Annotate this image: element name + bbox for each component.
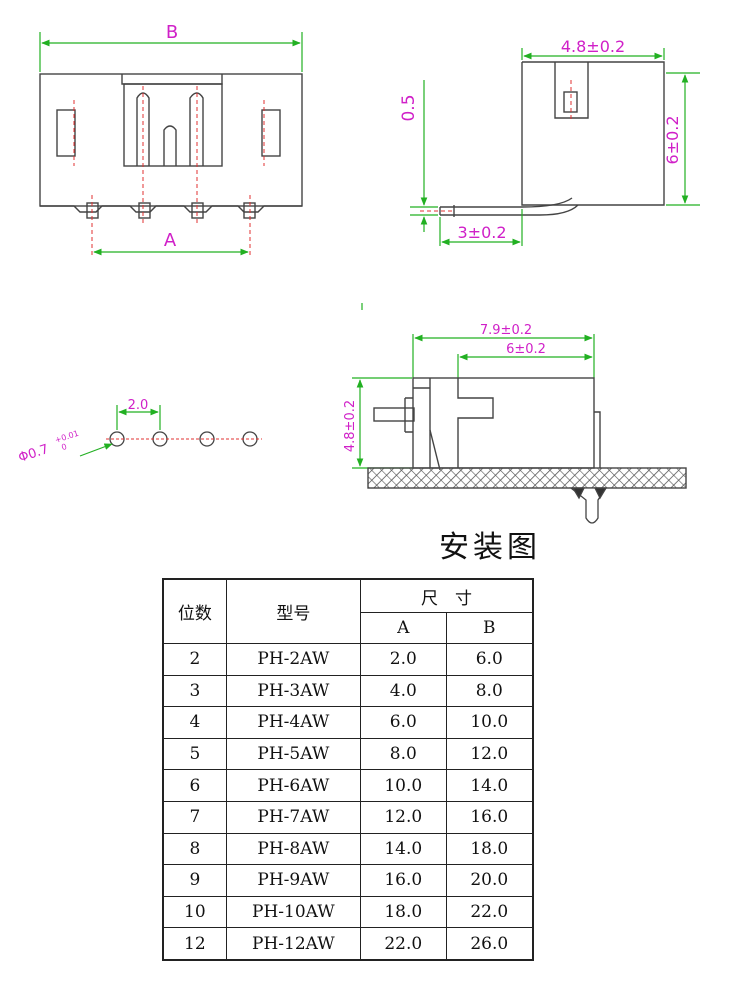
- table-row: 2 PH-2AW 2.0 6.0: [162, 643, 534, 676]
- header-size: 尺 寸: [360, 578, 534, 613]
- table-row: 4 PH-4AW 6.0 10.0: [162, 706, 534, 739]
- header-positions: 位数: [162, 578, 227, 644]
- dim-install-inner: 6±0.2: [506, 342, 546, 357]
- table-row: 7 PH-7AW 12.0 16.0: [162, 800, 534, 834]
- svg-text:+0.01: +0.01: [54, 429, 80, 445]
- header-a: A: [360, 612, 447, 644]
- hole-diameter: Φ0.7 +0.01 0: [17, 429, 80, 466]
- table-row: 3 PH-3AW 4.0 8.0: [162, 674, 534, 708]
- technical-drawing: B: [17, 22, 700, 524]
- connector-body-install: [373, 377, 601, 471]
- table-row: 6 PH-6AW 10.0 14.0: [162, 769, 534, 802]
- table-row: 5 PH-5AW 8.0 12.0: [162, 737, 534, 771]
- front-view: B: [39, 22, 303, 258]
- header-model: 型号: [225, 578, 362, 644]
- table-row: 8 PH-8AW 14.0 18.0: [162, 832, 534, 866]
- connector-body-front: [39, 73, 303, 219]
- table-row: 12 PH-12AW 22.0 26.0: [162, 927, 534, 961]
- mounting-peg: [569, 487, 608, 524]
- dim-install-height: 4.8±0.2: [343, 400, 358, 452]
- side-view: 4.8±0.2 0.5 6±0.2 3±0.2: [399, 37, 700, 246]
- dimension-b: [39, 32, 303, 72]
- svg-text:0: 0: [60, 442, 68, 452]
- dim-side-right: 6±0.2: [663, 115, 682, 164]
- dim-side-left: 0.5: [399, 94, 419, 121]
- dim-side-bottom: 3±0.2: [457, 223, 506, 242]
- dimension-table: 位数 型号 尺 寸 A B 2 PH-2AW 2.0 6.0 3 PH-3AW …: [162, 578, 534, 961]
- svg-text:Φ0.7: Φ0.7: [17, 442, 51, 466]
- table-row: 9 PH-9AW 16.0 20.0: [162, 864, 534, 897]
- table-row: 10 PH-10AW 18.0 22.0: [162, 895, 534, 929]
- hole-pattern: 2.0 Φ0.7 +0.01 0: [17, 398, 262, 466]
- install-view: 7.9±0.2 6±0.2 4.8±0.2: [343, 303, 687, 524]
- header-b: B: [445, 612, 534, 644]
- dim-side-top: 4.8±0.2: [561, 37, 625, 56]
- label-a: A: [164, 230, 177, 251]
- dim-install-outer: 7.9±0.2: [480, 323, 532, 338]
- center-lines-front: [73, 86, 265, 258]
- install-diagram-title: 安装图: [439, 530, 541, 565]
- hole-pitch: 2.0: [128, 398, 149, 413]
- label-b: B: [166, 22, 178, 43]
